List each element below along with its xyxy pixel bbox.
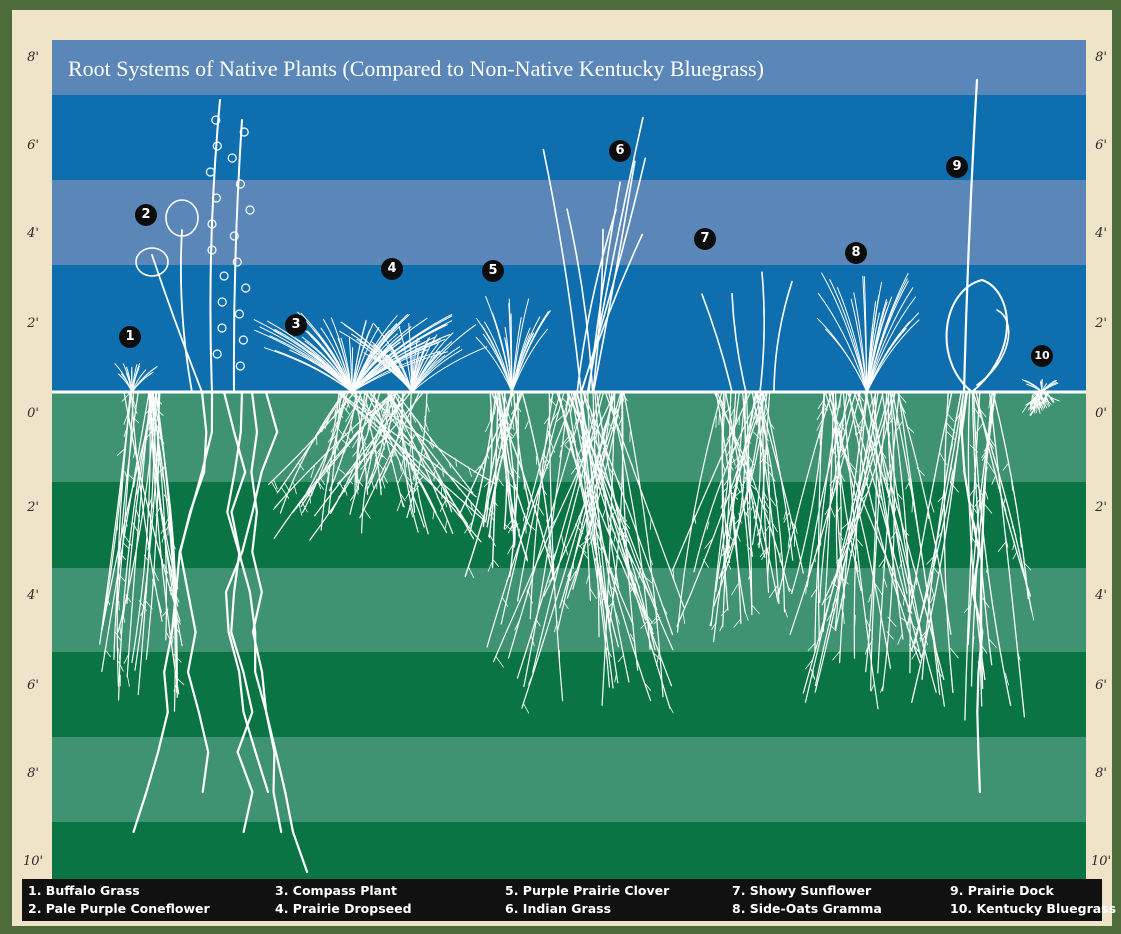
plant-badge-3: 3 (285, 314, 307, 336)
depth-tick: 6' (1086, 138, 1116, 153)
depth-tick: 4' (18, 588, 48, 603)
legend-item: 1. Buffalo Grass (28, 883, 140, 898)
depth-tick: 0' (18, 406, 48, 421)
prairie-clover-roots (466, 499, 467, 506)
sky-band (52, 180, 1086, 265)
plant-badge-9: 9 (946, 156, 968, 178)
legend-item: 9. Prairie Dock (950, 883, 1054, 898)
plant-legend: 1. Buffalo Grass 2. Pale Purple Coneflow… (22, 879, 1102, 921)
soil-band (52, 652, 1086, 737)
legend-item: 4. Prairie Dropseed (275, 901, 412, 916)
plant-badge-4: 4 (381, 258, 403, 280)
legend-item: 2. Pale Purple Coneflower (28, 901, 210, 916)
depth-scale-right: 8' 6' 4' 2' 0' 2' 4' 6' 8' 10' (1086, 40, 1121, 880)
depth-tick: 2' (1086, 316, 1116, 331)
soil-band (52, 822, 1086, 880)
depth-tick: 2' (1086, 500, 1116, 515)
root-systems-illustration (52, 40, 1086, 880)
depth-tick: 10' (18, 854, 48, 869)
legend-item: 10. Kentucky Bluegrass (950, 901, 1116, 916)
legend-item: 7. Showy Sunflower (732, 883, 871, 898)
indian-grass-roots (589, 509, 590, 517)
depth-tick: 4' (1086, 588, 1116, 603)
depth-tick: 0' (1086, 406, 1116, 421)
side-oats-roots (911, 582, 912, 593)
depth-tick: 8' (1086, 766, 1116, 781)
plant-badge-2: 2 (135, 204, 157, 226)
depth-tick: 8' (18, 50, 48, 65)
plant-badge-10: 10 (1031, 345, 1053, 367)
depth-tick: 6' (1086, 678, 1116, 693)
diagram-title: Root Systems of Native Plants (Compared … (68, 56, 764, 82)
depth-tick: 8' (18, 766, 48, 781)
depth-tick: 4' (1086, 226, 1116, 241)
legend-item: 3. Compass Plant (275, 883, 397, 898)
depth-tick: 8' (1086, 50, 1116, 65)
legend-item: 6. Indian Grass (505, 901, 611, 916)
depth-tick: 6' (18, 138, 48, 153)
legend-item: 5. Purple Prairie Clover (505, 883, 669, 898)
depth-tick: 2' (18, 316, 48, 331)
plant-badge-6: 6 (609, 140, 631, 162)
plant-badge-8: 8 (845, 242, 867, 264)
depth-tick: 10' (1086, 854, 1116, 869)
side-oats-roots (912, 502, 913, 512)
indian-grass-roots (599, 482, 600, 489)
sky-band (52, 95, 1086, 180)
depth-tick: 4' (18, 226, 48, 241)
depth-tick: 6' (18, 678, 48, 693)
legend-item: 8. Side-Oats Gramma (732, 901, 882, 916)
plant-badge-5: 5 (482, 260, 504, 282)
depth-tick: 2' (18, 500, 48, 515)
plant-badge-1: 1 (119, 326, 141, 348)
sky-band (52, 265, 1086, 392)
buffalo-grass-roots (119, 601, 120, 610)
plant-badge-7: 7 (694, 228, 716, 250)
